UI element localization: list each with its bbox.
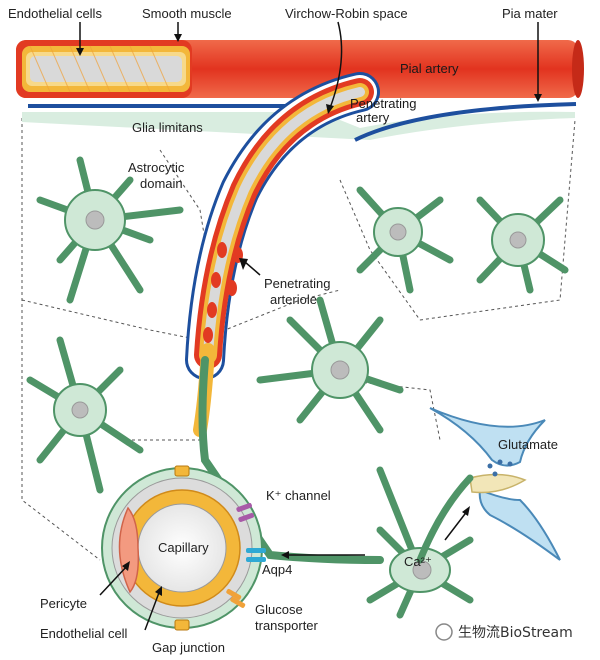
astrocyte-synapse-process <box>469 473 527 494</box>
watermark-logo-icon <box>435 623 453 641</box>
label-glucose-2: transporter <box>255 618 319 633</box>
label-gap-junction: Gap junction <box>152 640 225 655</box>
label-astrocytic-domain-2: domain <box>140 176 183 191</box>
annotation-arrows <box>76 21 542 631</box>
presynaptic-terminal <box>429 407 546 467</box>
gap-junction-top <box>174 465 190 477</box>
label-capillary: Capillary <box>158 540 209 555</box>
label-endothelial-cell: Endothelial cell <box>40 626 128 641</box>
pial-artery <box>16 40 584 98</box>
label-penetrating-arteriole-2: arteriole <box>270 292 317 307</box>
pericyte-shape <box>118 506 140 594</box>
label-k-channel: K⁺ channel <box>266 488 331 503</box>
astrocyte-upper-left <box>36 156 184 304</box>
label-aqp4: Aqp4 <box>262 562 292 577</box>
astrocyte-center <box>256 296 404 434</box>
capillary-complex <box>101 465 266 631</box>
label-endothelial-cells: Endothelial cells <box>8 6 102 21</box>
label-smooth-muscle: Smooth muscle <box>142 6 232 21</box>
label-astrocytic-domain-1: Astrocytic <box>128 160 185 175</box>
k-channel-icon <box>236 502 254 522</box>
glutamate-synapse <box>416 407 561 564</box>
gap-junction-bottom <box>174 619 190 631</box>
label-penetrating-artery-2: artery <box>356 110 390 125</box>
label-glucose-1: Glucose <box>255 602 303 617</box>
watermark-text: 生物流BioStream <box>458 625 573 641</box>
aqp4-icon <box>246 548 266 562</box>
label-pericyte: Pericyte <box>40 596 87 611</box>
watermark: 生物流BioStream <box>435 623 573 641</box>
label-penetrating-arteriole-1: Penetrating <box>264 276 331 291</box>
astrocyte-lower-left <box>26 336 144 494</box>
astrocyte-right-2 <box>476 196 569 294</box>
label-ca: Ca²⁺ <box>404 554 432 569</box>
label-pial-artery: Pial artery <box>400 61 459 76</box>
glucose-transporter-icon <box>226 589 246 608</box>
label-pia-mater: Pia mater <box>502 6 558 21</box>
astrocyte-lower-right <box>366 466 474 619</box>
pia-mater-line-right <box>354 102 577 142</box>
label-virchow-robin: Virchow-Robin space <box>285 6 408 21</box>
label-glutamate: Glutamate <box>498 437 558 452</box>
label-glia-limitans: Glia limitans <box>132 120 203 135</box>
astrocyte-right-1 <box>356 186 454 294</box>
postsynaptic-terminal <box>478 488 561 561</box>
label-penetrating-artery-1: Penetrating <box>350 96 417 111</box>
